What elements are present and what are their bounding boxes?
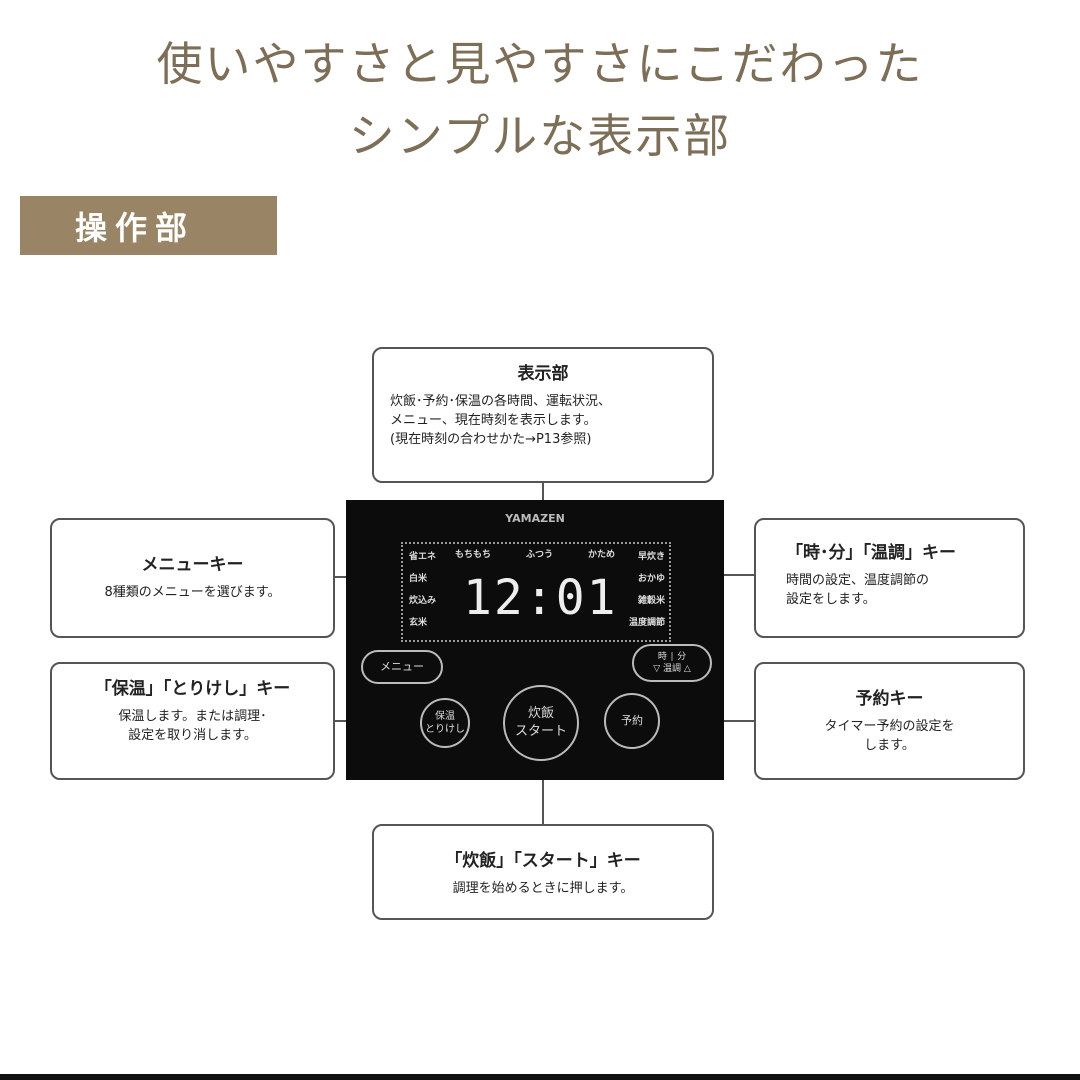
keep-warm-cancel-button[interactable]: 保温 とりけし	[420, 698, 470, 748]
title-line-2: シンプルな表示部	[348, 109, 732, 163]
display-screen: 省エネ 白米 炊込み 玄米 もちもち ふつう かため 早炊き おかゆ 雑穀米 温…	[401, 542, 671, 642]
mode-label: 省エネ	[409, 552, 437, 562]
callout-body: 8種類のメニューを選びます。	[104, 585, 281, 600]
mode-label: 炊込み	[409, 596, 437, 606]
clock-display: 12:01	[463, 570, 618, 626]
mode-label: おかゆ	[637, 574, 665, 584]
timer-button[interactable]: 予約	[604, 693, 660, 749]
callout-title: メニューキー	[141, 555, 244, 575]
mode-label: 白米	[409, 574, 428, 584]
mode-label: もちもち	[455, 550, 492, 560]
mode-label: 雑穀米	[637, 596, 665, 606]
connector	[542, 735, 544, 825]
callout-title: 「炊飯」「スタート」キー	[445, 851, 641, 871]
mode-label: ふつう	[525, 550, 553, 560]
callout-title: 予約キー	[855, 689, 924, 709]
callout-time: 「時･分」「温調」キー 時間の設定、温度調節の 設定をします。	[754, 518, 1025, 638]
menu-button[interactable]: メニュー	[361, 650, 443, 684]
callout-menu: メニューキー 8種類のメニューを選びます。	[50, 518, 335, 638]
callout-title: 「保温」「とりけし」キー	[94, 679, 291, 699]
callout-body: 炊飯･予約･保温の各時間、運転状況、 メニュー、現在時刻を表示します。 (現在時…	[390, 394, 612, 447]
bottom-border	[0, 1074, 1080, 1080]
time-adjust-button[interactable]: 時 ∣ 分 ▽ 温調 △	[632, 644, 712, 682]
mode-label: 玄米	[409, 618, 428, 628]
control-panel: YAMAZEN 省エネ 白米 炊込み 玄米 もちもち ふつう かため 早炊き お…	[346, 500, 724, 780]
callout-body: 時間の設定、温度調節の 設定をします。	[786, 573, 930, 607]
callout-display: 表示部 炊飯･予約･保温の各時間、運転状況、 メニュー、現在時刻を表示します。 …	[372, 347, 714, 483]
callout-timer: 予約キー タイマー予約の設定を します。	[754, 662, 1025, 780]
callout-title: 表示部	[517, 364, 569, 384]
callout-body: 調理を始めるときに押します。	[452, 881, 634, 896]
brand-logo: YAMAZEN	[505, 512, 565, 525]
cook-start-button[interactable]: 炊飯 スタート	[503, 685, 579, 761]
callout-start: 「炊飯」「スタート」キー 調理を始めるときに押します。	[372, 824, 714, 920]
mode-label: かため	[587, 550, 615, 560]
title-line-1: 使いやすさと見やすさにこだわった	[156, 37, 924, 91]
mode-label: 温度調節	[628, 618, 665, 628]
section-tag: 操作部	[20, 196, 277, 255]
callout-title: 「時･分」「温調」キー	[786, 543, 956, 563]
mode-label: 早炊き	[637, 552, 665, 562]
callout-body: タイマー予約の設定を します。	[824, 719, 955, 753]
callout-keep-warm: 「保温」「とりけし」キー 保温します。または調理･ 設定を取り消します。	[50, 662, 335, 780]
callout-body: 保温します。または調理･ 設定を取り消します。	[118, 709, 267, 743]
